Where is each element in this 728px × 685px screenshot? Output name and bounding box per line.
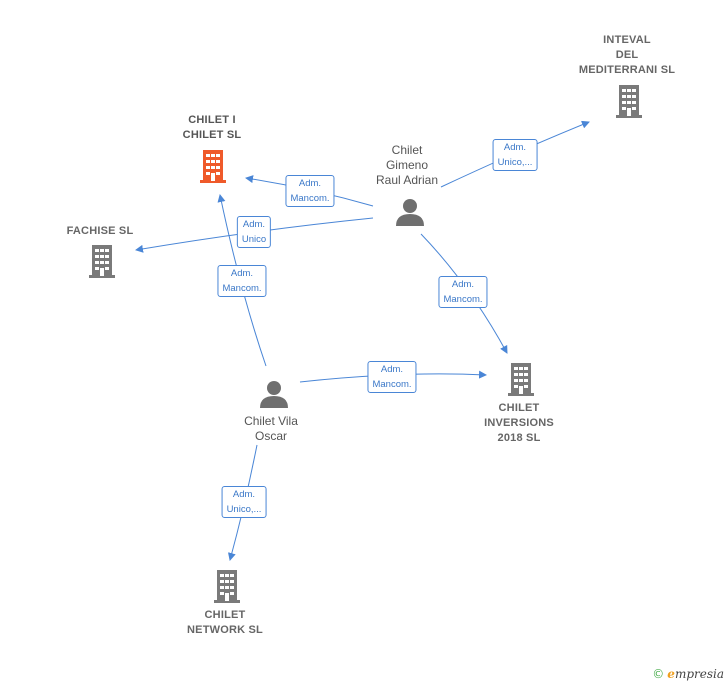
edge-label-gimeno-inteval[interactable]: Adm. Unico,... [492,139,538,171]
person-icon [396,199,424,226]
company-label-chilet-network: CHILET NETWORK SL [187,609,263,636]
building-icon [214,570,240,603]
edge-label-vila-chilet[interactable]: Adm. Mancom. [217,265,267,297]
company-label-chilet-i-chilet: CHILET I CHILET SL [182,114,242,141]
edge-label-vila-network[interactable]: Adm. Unico,... [221,486,267,518]
person-icon [260,381,288,408]
empresia-logo: ©empresia [652,667,724,681]
building-icon [616,85,642,118]
copyright-icon: © [652,667,665,681]
edge-label-gimeno-chilet[interactable]: Adm. Mancom. [285,175,335,207]
company-label-fachise: FACHISE SL [66,225,134,237]
edge-label-vila-inversions[interactable]: Adm. Mancom. [367,361,417,393]
building-icon [508,363,534,396]
company-label-inteval: INTEVAL DEL MEDITERRANI SL [578,34,676,76]
company-label-chilet-inversions: CHILET INVERSIONS 2018 SL [484,402,554,444]
person-label-chilet-gimeno: Chilet Gimeno Raul Adrian [375,143,439,187]
building-icon [200,150,226,183]
edge-label-gimeno-inversions[interactable]: Adm. Mancom. [438,276,488,308]
building-icon [89,245,115,278]
person-label-chilet-vila: Chilet Vila Oscar [244,414,298,443]
edge-label-gimeno-fachise[interactable]: Adm. Unico [236,216,272,248]
